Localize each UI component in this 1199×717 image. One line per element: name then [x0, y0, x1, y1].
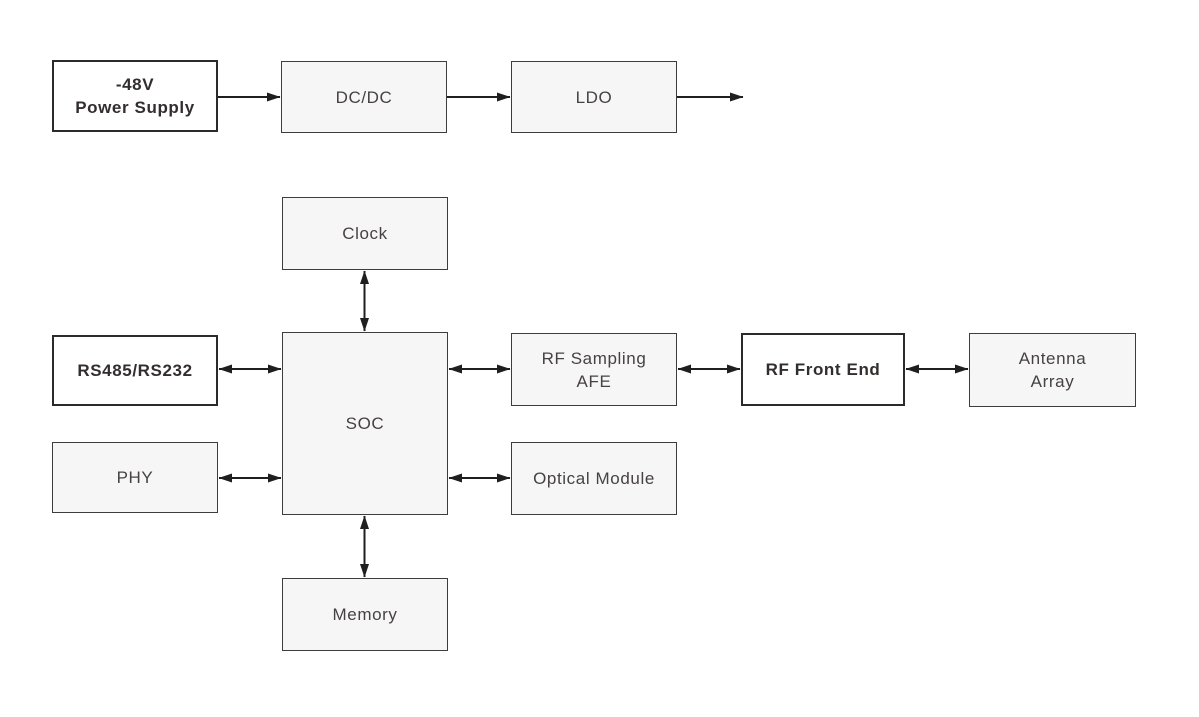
block-phy-label: PHY: [116, 468, 154, 487]
block-phy: PHY: [52, 442, 218, 513]
block-rf-front-end-label: RF Front End: [765, 360, 881, 379]
block-memory: Memory: [282, 578, 448, 651]
block-dc-dc-label: DC/DC: [335, 87, 393, 107]
block-power-supply: -48V Power Supply: [52, 60, 218, 132]
block-memory-label: Memory: [332, 605, 398, 624]
block-antenna-array-label: Antenna Array: [1018, 349, 1087, 391]
block-rs485-rs232: RS485/RS232: [52, 335, 218, 406]
block-rf-sampling-afe: RF Sampling AFE: [511, 333, 677, 406]
block-antenna-array: Antenna Array: [969, 333, 1136, 407]
block-clock-label: Clock: [342, 224, 388, 243]
block-ldo: LDO: [511, 61, 677, 133]
block-power-supply-label: -48V Power Supply: [75, 75, 195, 117]
block-rf-front-end: RF Front End: [741, 333, 905, 406]
block-soc-label: SOC: [345, 414, 385, 433]
block-optical-module: Optical Module: [511, 442, 677, 515]
block-clock: Clock: [282, 197, 448, 270]
block-dc-dc: DC/DC: [281, 61, 447, 133]
block-soc: SOC: [282, 332, 448, 515]
block-rs485-rs232-label: RS485/RS232: [77, 361, 193, 380]
block-ldo-label: LDO: [575, 87, 613, 107]
block-rf-sampling-afe-label: RF Sampling AFE: [541, 348, 647, 391]
block-optical-module-label: Optical Module: [533, 469, 655, 488]
